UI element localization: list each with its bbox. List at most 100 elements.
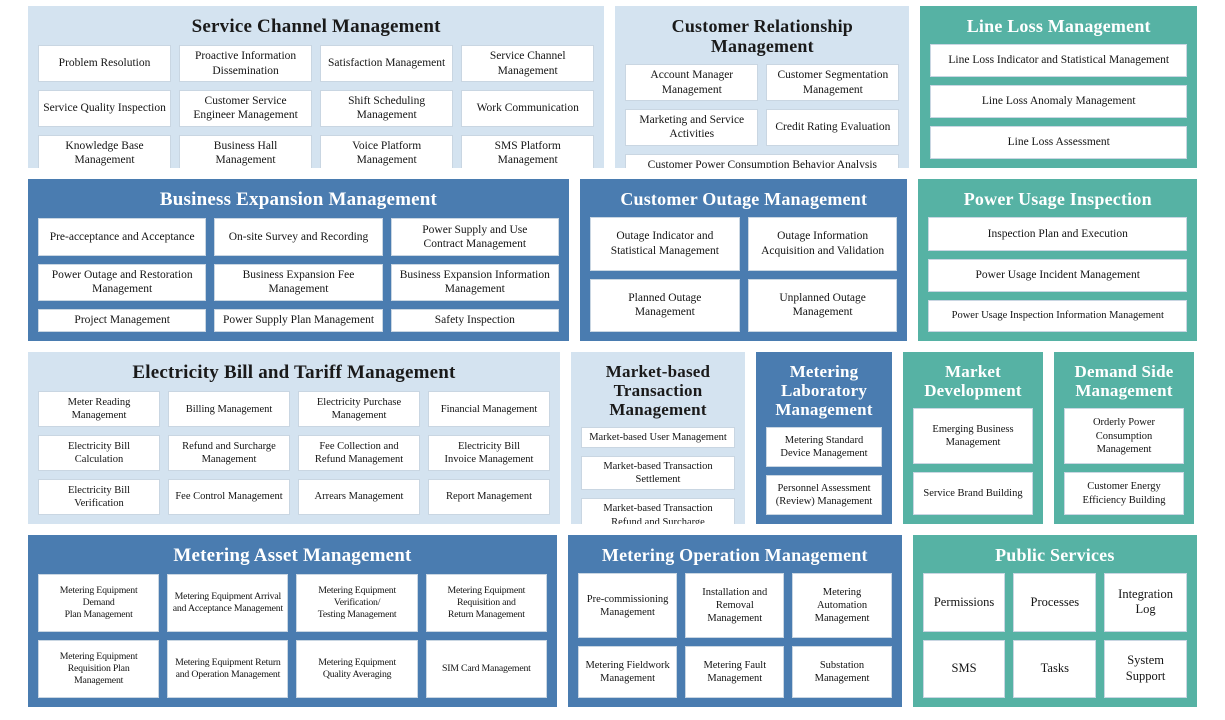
capability-card[interactable]: Personnel Assessment (Review) Management — [766, 475, 882, 515]
capability-card[interactable]: Customer Energy Efficiency Building — [1064, 472, 1184, 515]
capability-card[interactable]: Metering Equipment Arrival and Acceptanc… — [167, 574, 289, 633]
panel-title: Power Usage Inspection — [963, 189, 1152, 209]
capability-card[interactable]: Problem Resolution — [38, 45, 172, 83]
capability-card[interactable]: Metering Equipment Quality Averaging — [296, 640, 418, 698]
capability-card[interactable]: Arrears Management — [298, 479, 420, 515]
capability-card[interactable]: SIM Card Management — [425, 640, 547, 698]
capability-card[interactable]: Market-based Transaction Settlement — [581, 456, 735, 491]
panel-item-grid: Account Manager Management Customer Segm… — [625, 64, 900, 168]
panel-item-grid: Emerging Business Management Service Bra… — [913, 408, 1033, 515]
capability-card[interactable]: Refund and Surcharge Management — [168, 435, 290, 472]
capability-card[interactable]: Service Channel Management — [461, 45, 595, 83]
capability-card[interactable]: Tasks — [1013, 639, 1097, 698]
panel-service-channel-management[interactable]: Service Channel Management Problem Resol… — [28, 6, 605, 168]
capability-card[interactable]: Report Management — [428, 479, 550, 515]
capability-card[interactable]: Shift Scheduling Management — [320, 90, 454, 127]
capability-card[interactable]: Fee Collection and Refund Management — [298, 435, 420, 472]
panel-item-grid: Pre-commissioning Management Installatio… — [577, 573, 892, 698]
capability-card[interactable]: Emerging Business Management — [913, 408, 1033, 465]
capability-card[interactable]: Electricity Purchase Management — [298, 391, 420, 428]
capability-card[interactable]: Processes — [1013, 573, 1097, 632]
capability-card[interactable]: Integration Log — [1104, 573, 1187, 632]
capability-card[interactable]: System Support — [1104, 639, 1187, 698]
panel-title: Demand Side Management — [1074, 362, 1174, 401]
capability-card[interactable]: Line Loss Indicator and Statistical Mana… — [930, 44, 1188, 78]
capability-card[interactable]: Metering Fieldwork Management — [577, 646, 678, 698]
capability-card[interactable]: Installation and Removal Management — [685, 573, 785, 639]
capability-card[interactable]: Meter Reading Management — [38, 391, 160, 428]
panel-electricity-bill-and-tariff-management[interactable]: Electricity Bill and Tariff Management M… — [28, 352, 560, 524]
panel-metering-operation-management[interactable]: Metering Operation Management Pre-commis… — [567, 535, 902, 707]
capability-card[interactable]: Business Hall Management — [179, 134, 313, 168]
capability-card[interactable]: Outage Indicator and Statistical Managem… — [589, 217, 740, 271]
capability-card[interactable]: Safety Inspection — [390, 309, 559, 332]
capability-card[interactable]: Power Supply Plan Management — [214, 309, 383, 332]
capability-card[interactable]: Work Communication — [461, 90, 595, 127]
capability-card[interactable]: Orderly Power Consumption Management — [1064, 408, 1184, 465]
capability-card[interactable]: Service Brand Building — [913, 472, 1033, 515]
capability-card[interactable]: Permissions — [922, 573, 1006, 632]
capability-card[interactable]: Metering Equipment Verification/ Testing… — [296, 574, 418, 633]
capability-card[interactable]: Market-based Transaction Refund and Surc… — [581, 498, 735, 524]
panel-market-development[interactable]: Market Development Emerging Business Man… — [903, 352, 1043, 524]
capability-card[interactable]: Metering Equipment Return and Operation … — [167, 640, 289, 698]
capability-card[interactable]: Metering Equipment Requisition Plan Mana… — [38, 640, 160, 698]
panel-demand-side-management[interactable]: Demand Side Management Orderly Power Con… — [1054, 352, 1194, 524]
capability-card[interactable]: Customer Service Engineer Management — [179, 90, 313, 127]
capability-card[interactable]: Outage Information Acquisition and Valid… — [747, 217, 898, 271]
panel-item-grid: Orderly Power Consumption Management Cus… — [1064, 408, 1184, 515]
panel-metering-asset-management[interactable]: Metering Asset Management Metering Equip… — [28, 535, 557, 707]
capability-card[interactable]: Fee Control Management — [168, 479, 290, 515]
capability-card[interactable]: SMS — [922, 639, 1006, 698]
capability-card[interactable]: Metering Equipment Requisition and Retur… — [425, 574, 547, 633]
capability-card[interactable]: Inspection Plan and Execution — [928, 217, 1188, 251]
panel-line-loss-management[interactable]: Line Loss Management Line Loss Indicator… — [920, 6, 1198, 168]
capability-card[interactable]: Business Expansion Information Managemen… — [390, 263, 559, 301]
panel-metering-laboratory-management[interactable]: Metering Laboratory Management Metering … — [756, 352, 892, 524]
capability-card[interactable]: Metering Fault Management — [685, 646, 785, 698]
capability-card[interactable]: Knowledge Base Management — [38, 134, 172, 168]
capability-card[interactable]: Substation Management — [792, 646, 892, 698]
capability-card[interactable]: SMS Platform Management — [461, 134, 595, 168]
panel-row-2: Business Expansion Management Pre-accept… — [28, 179, 1198, 341]
capability-card[interactable]: Power Usage Inspection Information Manag… — [928, 299, 1188, 332]
capability-card[interactable]: Pre-commissioning Management — [577, 573, 678, 639]
capability-card[interactable]: Voice Platform Management — [320, 134, 454, 168]
capability-card[interactable]: Billing Management — [168, 391, 290, 428]
capability-card[interactable]: Electricity Bill Verification — [38, 479, 160, 515]
capability-card[interactable]: Satisfaction Management — [320, 45, 454, 83]
panel-customer-outage-management[interactable]: Customer Outage Management Outage Indica… — [579, 179, 908, 341]
capability-card[interactable]: Planned Outage Management — [589, 278, 740, 332]
panel-item-grid: Market-based User Management Market-base… — [581, 427, 735, 524]
capability-card[interactable]: Project Management — [38, 309, 207, 332]
capability-card[interactable]: Proactive Information Dissemination — [179, 45, 313, 83]
panel-customer-relationship-management[interactable]: Customer Relationship Management Account… — [615, 6, 910, 168]
capability-card[interactable]: Customer Power Consumption Behavior Anal… — [625, 153, 900, 168]
capability-card[interactable]: Line Loss Assessment — [930, 126, 1188, 159]
capability-card[interactable]: Service Quality Inspection — [38, 90, 172, 127]
capability-card[interactable]: Metering Standard Device Management — [766, 427, 882, 468]
capability-card[interactable]: Account Manager Management — [625, 64, 759, 102]
capability-card[interactable]: On-site Survey and Recording — [214, 218, 383, 256]
capability-card[interactable]: Metering Automation Management — [792, 573, 892, 639]
panel-public-services[interactable]: Public Services Permissions Processes In… — [912, 535, 1197, 707]
capability-card[interactable]: Line Loss Anomaly Management — [930, 85, 1188, 119]
capability-card[interactable]: Electricity Bill Calculation — [38, 435, 160, 472]
capability-card[interactable]: Credit Rating Evaluation — [766, 109, 900, 146]
capability-card[interactable]: Electricity Bill Invoice Management — [428, 435, 550, 472]
capability-card[interactable]: Unplanned Outage Management — [747, 278, 898, 332]
capability-card[interactable]: Marketing and Service Activities — [625, 109, 759, 146]
capability-card[interactable]: Power Outage and Restoration Management — [38, 263, 207, 301]
capability-card[interactable]: Pre-acceptance and Acceptance — [38, 218, 207, 256]
capability-card[interactable]: Customer Segmentation Management — [766, 64, 900, 102]
capability-card[interactable]: Financial Management — [428, 391, 550, 428]
panel-market-based-transaction-management[interactable]: Market-based Transaction Management Mark… — [571, 352, 745, 524]
panel-business-expansion-management[interactable]: Business Expansion Management Pre-accept… — [28, 179, 569, 341]
capability-card[interactable]: Power Supply and Use Contract Management — [390, 218, 559, 256]
capability-card[interactable]: Power Usage Incident Management — [928, 258, 1188, 292]
capability-card[interactable]: Metering Equipment Demand Plan Managemen… — [38, 574, 160, 633]
capability-card[interactable]: Market-based User Management — [581, 427, 735, 449]
capability-card[interactable]: Business Expansion Fee Management — [214, 263, 383, 301]
panel-title: Line Loss Management — [966, 16, 1151, 36]
panel-power-usage-inspection[interactable]: Power Usage Inspection Inspection Plan a… — [918, 179, 1198, 341]
